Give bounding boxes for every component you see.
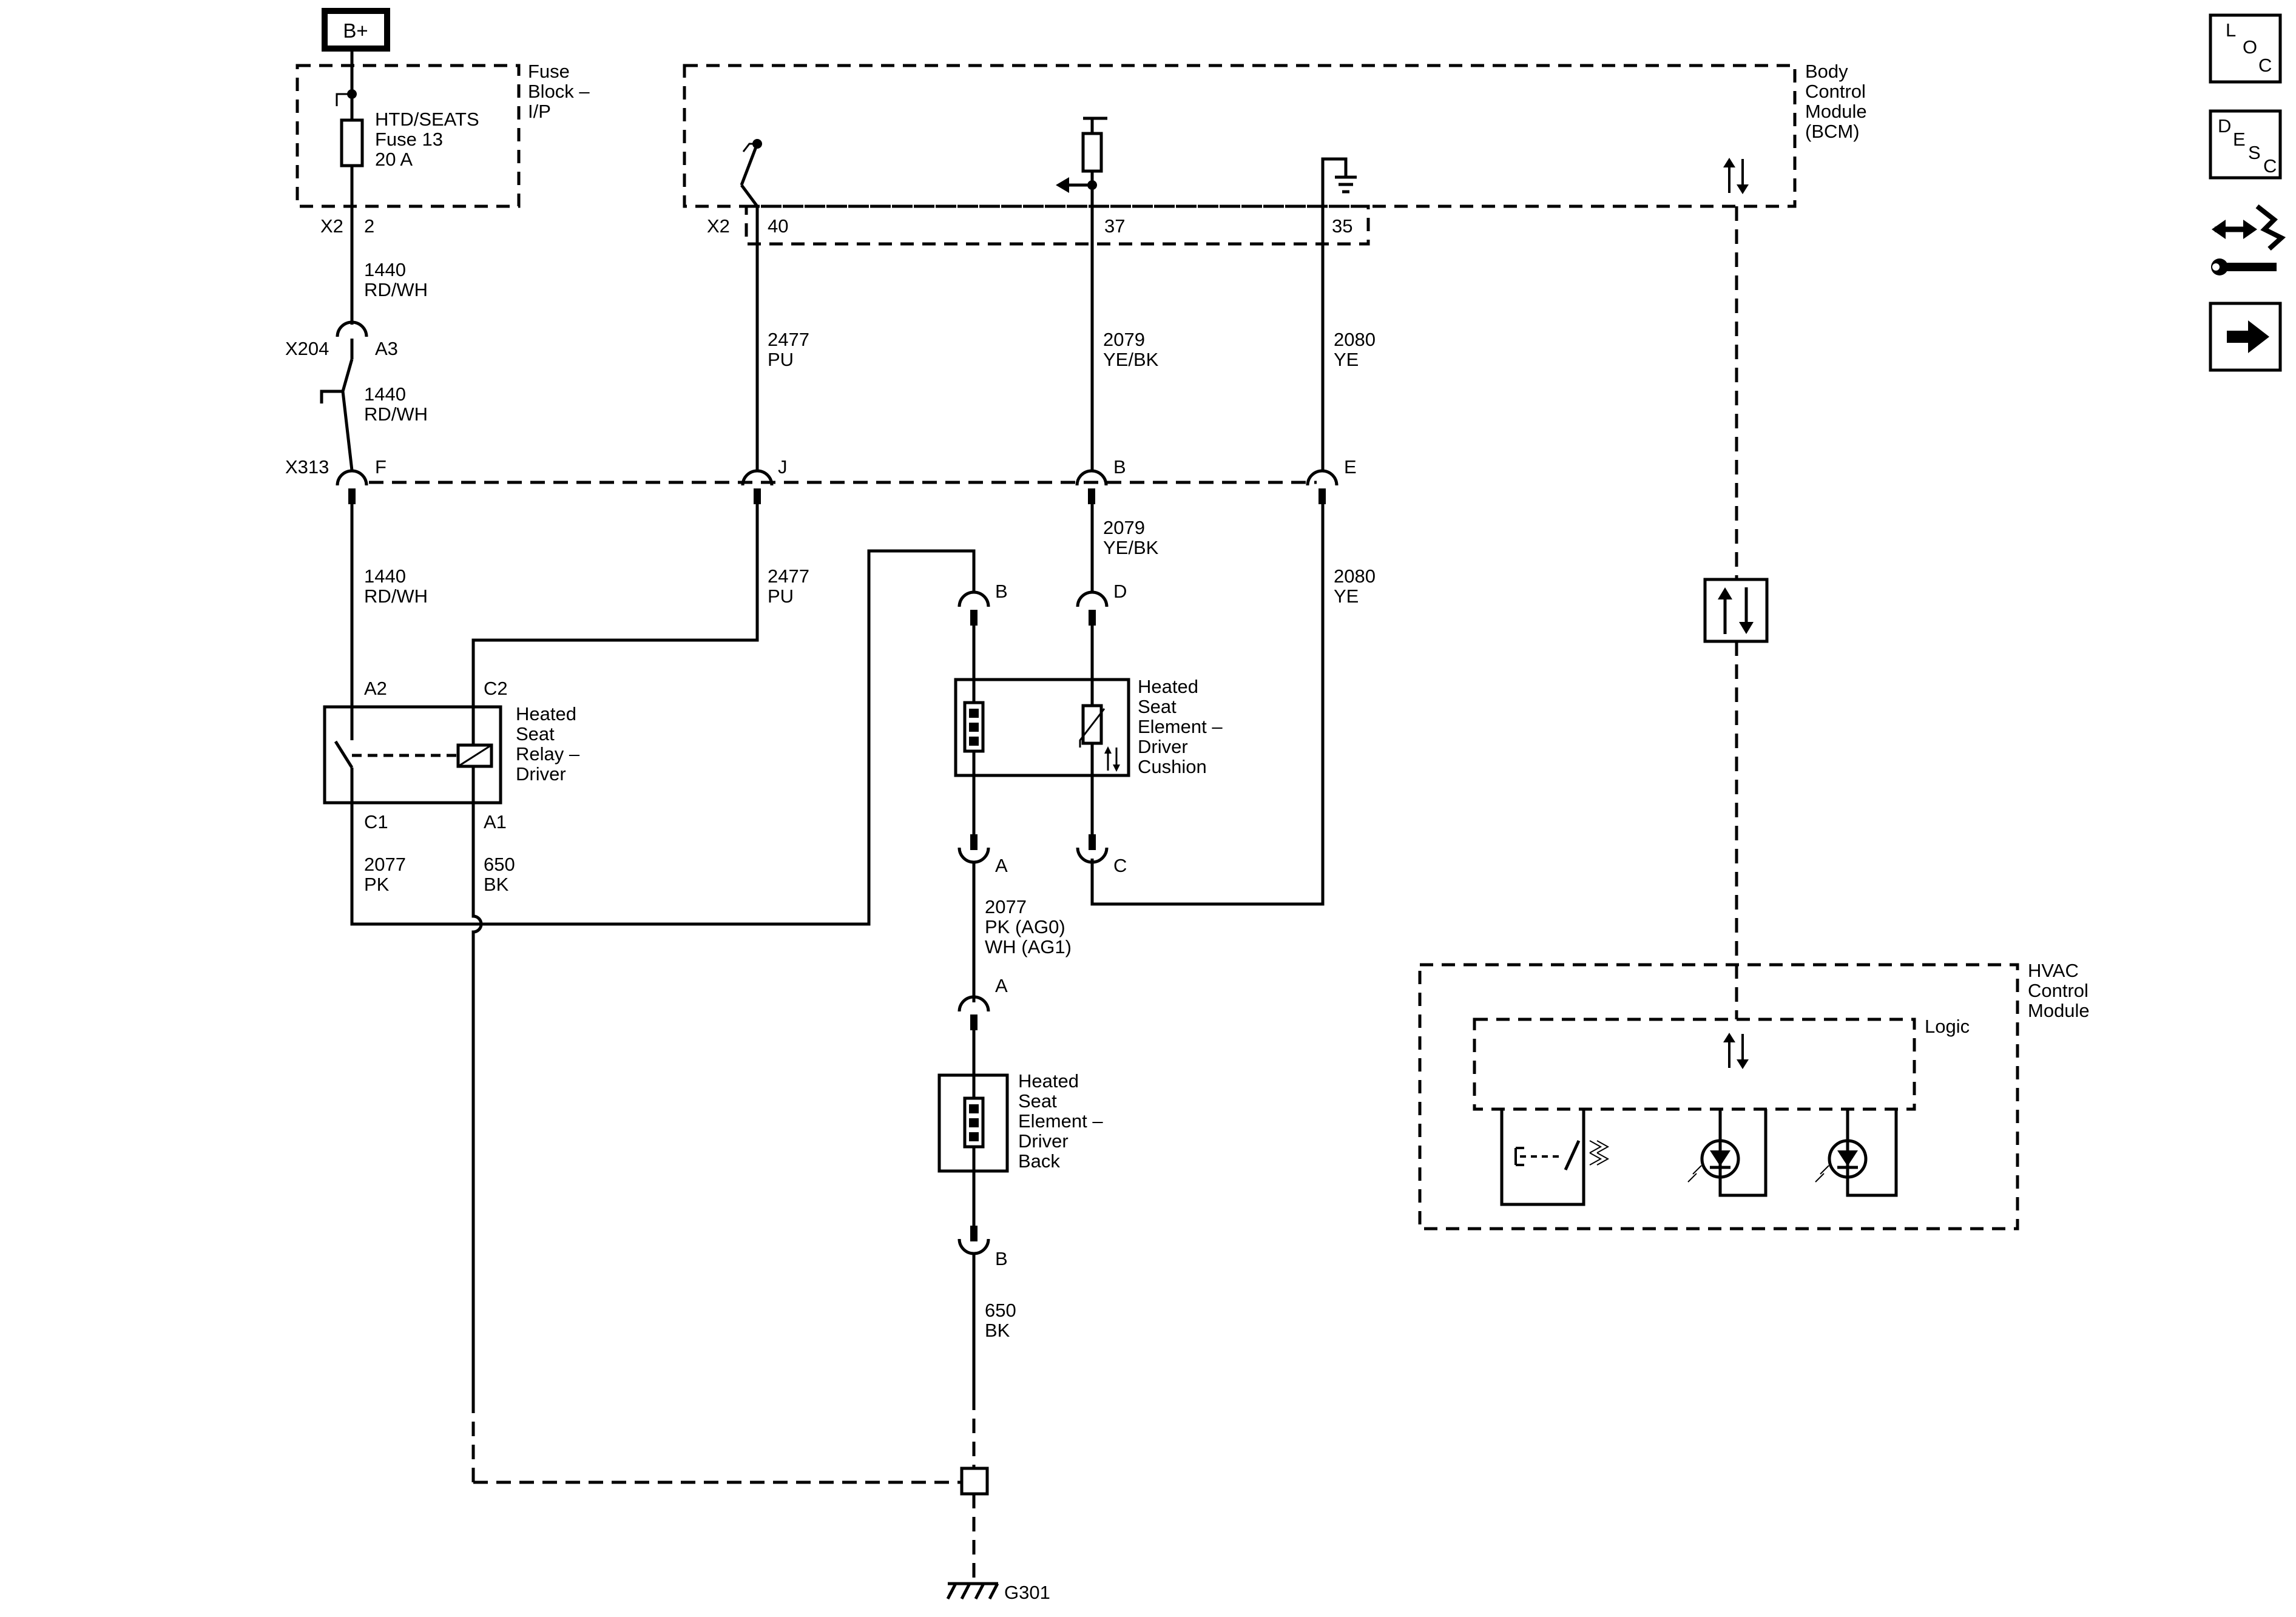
back-heater-element — [963, 1075, 985, 1171]
bcm-outline — [683, 64, 1797, 208]
g301-ground-icon — [946, 1582, 999, 1600]
svg-text:B: B — [1113, 456, 1126, 478]
x313-pin-j: J — [741, 456, 788, 504]
svg-text:A: A — [995, 975, 1008, 996]
bcm-pull-up-resistor — [1056, 116, 1107, 206]
relay-pin-c2: C2 — [484, 678, 508, 699]
svg-text:S: S — [2248, 142, 2261, 163]
serial-data-box — [1703, 578, 1769, 643]
x313-pin-b: B — [1075, 456, 1126, 504]
fuse-block-outline — [295, 64, 521, 208]
relay-pin-c1: C1 — [364, 811, 388, 832]
bcm-serial-data-icon — [1723, 158, 1749, 194]
hvac-indicator-led-2 — [1815, 1109, 1898, 1197]
svg-text:O: O — [2243, 36, 2257, 58]
svg-text:B: B — [995, 581, 1008, 602]
bcm-pin-37: 37 — [1104, 215, 1125, 237]
b-plus-terminal: B+ — [322, 8, 390, 52]
cushion-thermistor — [1079, 680, 1120, 775]
x313-pin-f: F — [336, 456, 387, 504]
relay-switch — [334, 707, 458, 803]
cushion-pin-a: A — [957, 834, 1008, 876]
x204-name: X204 — [285, 338, 329, 359]
arrow-right-icon[interactable] — [2209, 302, 2282, 372]
hvac-seat-switch — [1500, 1109, 1610, 1206]
hvac-logic-label: Logic — [1925, 1016, 1970, 1037]
relay-coil — [456, 707, 493, 803]
x313-name: X313 — [285, 456, 329, 478]
heated-seat-cushion-outline — [954, 678, 1130, 777]
bcm-signal-ground — [1321, 157, 1357, 206]
svg-text:C: C — [1113, 855, 1127, 876]
bcm-x2-connector-outline — [745, 204, 1370, 246]
heated-seat-relay-outline — [323, 705, 502, 805]
cushion-heater-element — [963, 680, 985, 775]
connector-wrench-icon[interactable] — [2211, 204, 2286, 275]
cushion-pin-c: C — [1076, 834, 1127, 876]
relay-pin-a1: A1 — [484, 811, 507, 832]
hvac-logic-outline — [1473, 1018, 1916, 1111]
fuse-pin: 2 — [364, 215, 374, 237]
svg-text:A: A — [995, 855, 1008, 876]
svg-text:D: D — [2218, 115, 2231, 137]
bcm-pin-40: 40 — [768, 215, 788, 237]
bcm-pin-35: 35 — [1332, 215, 1352, 237]
x204-connector — [336, 320, 368, 337]
svg-text:L: L — [2226, 19, 2236, 41]
svg-text:C: C — [2263, 155, 2277, 177]
loc-button[interactable]: L O C — [2209, 13, 2282, 84]
svg-text:E: E — [2233, 129, 2246, 150]
ground-splice — [960, 1467, 989, 1496]
svg-text:D: D — [1113, 581, 1127, 602]
hvac-module-outline — [1418, 963, 2019, 1230]
relay-pin-a2: A2 — [364, 678, 387, 699]
cushion-pin-d: D — [1076, 581, 1127, 626]
x313-pin-e: E — [1306, 456, 1357, 504]
seat-heat-icon — [1589, 1140, 1610, 1166]
cushion-pin-b: B — [957, 581, 1008, 626]
bcm-connector: X2 — [707, 215, 730, 237]
svg-text:F: F — [375, 456, 387, 478]
back-pin-b: B — [957, 1226, 1008, 1269]
svg-text:J: J — [778, 456, 788, 478]
back-pin-a: A — [957, 975, 1008, 1030]
svg-text:E: E — [1344, 456, 1357, 478]
x204-pin: A3 — [375, 338, 398, 359]
hvac-indicator-led-1 — [1687, 1109, 1768, 1197]
svg-text:C: C — [2258, 55, 2272, 76]
b-plus-label: B+ — [343, 19, 368, 42]
hvac-serial-data-icon — [1723, 1033, 1749, 1069]
ground-name: G301 — [1004, 1582, 1050, 1603]
svg-text:B: B — [995, 1248, 1008, 1269]
fuse-connector: X2 — [320, 215, 343, 237]
desc-button[interactable]: D E S C — [2209, 109, 2282, 180]
bcm-switch-input — [740, 139, 762, 208]
